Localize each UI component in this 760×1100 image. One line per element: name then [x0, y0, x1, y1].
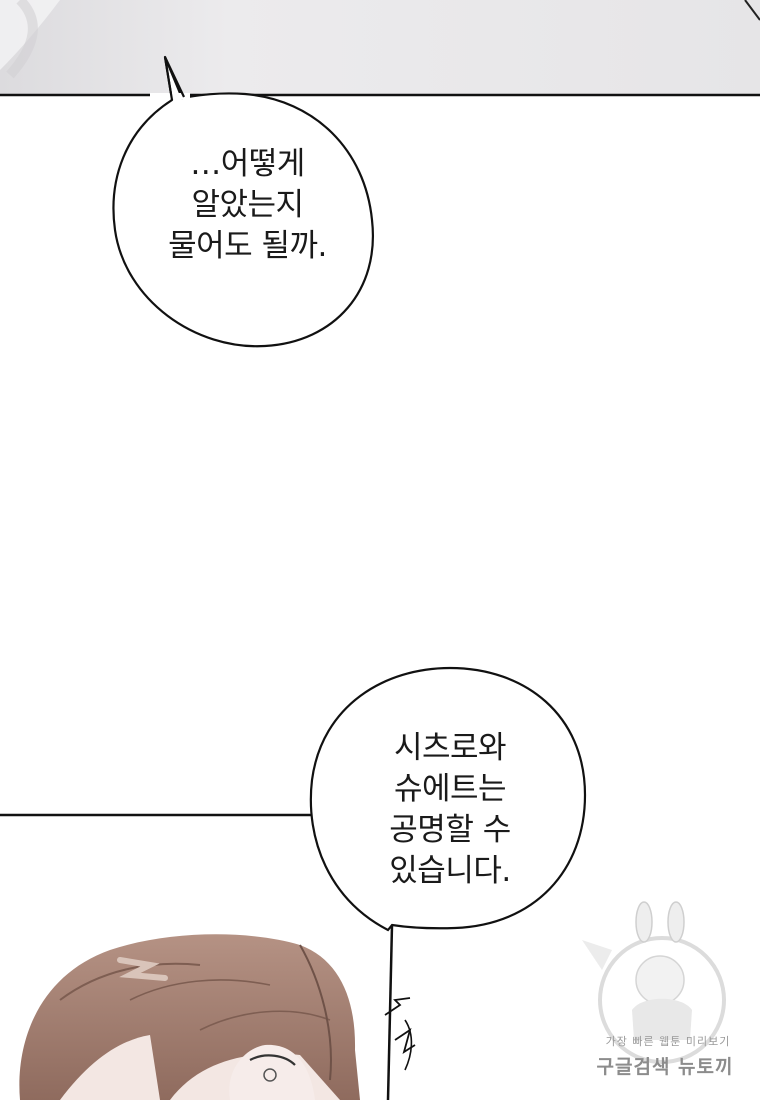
top-panel: [0, 0, 760, 97]
bubble-1-line-3: 물어도 될까.: [168, 228, 327, 264]
watermark-site: 구글검색 뉴토끼: [596, 1056, 734, 1078]
bubble-2-text: 시츠로와 슈에트는 공명할 수 있습니다.: [340, 728, 560, 892]
bubble-1-text: …어떻게 알았는지 물어도 될까.: [140, 144, 355, 267]
bubble-2-line-2: 슈에트는: [393, 771, 507, 807]
speech-bubble-1: [112, 55, 375, 348]
speech-bubble-2: [309, 666, 587, 932]
watermark-logo-icon: [582, 901, 726, 1064]
bubble-1-line-2: 알았는지: [191, 187, 304, 223]
bubble-2-line-1: 시츠로와: [393, 730, 507, 766]
bubble-2-line-4: 있습니다.: [389, 853, 511, 889]
bubble-2-line-3: 공명할 수: [389, 812, 511, 848]
watermark-tagline: 가장 빠른 웹툰 미리보기: [605, 1035, 731, 1048]
character-illustration: [19, 934, 416, 1100]
bubble-1-line-1: …어떻게: [190, 146, 305, 182]
